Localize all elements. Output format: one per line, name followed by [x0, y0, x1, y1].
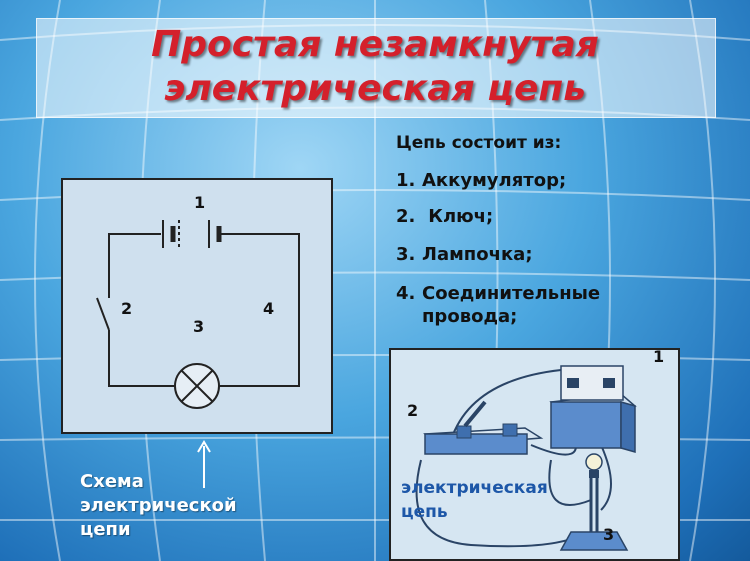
illustration-wire-4 — [415, 459, 582, 548]
circuit-schematic-panel: 1 2 3 4 — [61, 178, 333, 434]
list-item-number: 3. — [396, 244, 416, 265]
list-item-text: Аккумулятор; — [422, 170, 567, 191]
list-item-wires: 4. Соединительные — [396, 283, 600, 305]
schematic-label-wires: 4 — [263, 299, 274, 318]
list-item-text: Ключ; — [422, 206, 494, 227]
schematic-label-battery: 1 — [194, 193, 205, 212]
list-item-text: Лампочка; — [422, 244, 533, 265]
circuit-illustration: 1 2 3 — [407, 350, 664, 551]
switch-device — [423, 400, 544, 455]
illustration-caption-line-1: электрическая — [401, 478, 548, 498]
caption-line: цепи — [80, 519, 131, 540]
battery-device — [549, 365, 637, 453]
lamp-device — [559, 453, 629, 551]
wire-left-bottom — [108, 330, 175, 387]
list-item-number: 4. — [396, 283, 416, 304]
illustration-label-switch: 2 — [407, 401, 418, 420]
composition-heading: Цепь состоит из: — [396, 133, 562, 153]
circuit-illustration-panel: 1 2 3 электрическая цепь — [389, 348, 680, 561]
lamp-cross-2 — [180, 369, 214, 403]
illustration-wire-5 — [548, 459, 592, 506]
list-item-text: Соединительные — [422, 283, 601, 304]
schematic-label-switch: 2 — [121, 299, 132, 318]
illustration-label-lamp: 3 — [603, 525, 614, 544]
page-title-line-1: Простая незамкнутая — [151, 24, 599, 65]
illustration-label-battery: 1 — [653, 350, 664, 366]
list-item-wires-continued: провода; — [396, 306, 517, 328]
list-item-battery: 1. Аккумулятор; — [396, 170, 566, 192]
list-item-number: 2. — [396, 206, 416, 227]
caption-line: электрической — [80, 495, 237, 516]
list-item-number: 1. — [396, 170, 416, 191]
list-item-lamp: 3. Лампочка; — [396, 244, 533, 266]
page-title-line-2: электрическая цепь — [164, 68, 586, 109]
list-item-switch: 2. Ключ; — [396, 206, 493, 228]
wire-top-right — [219, 233, 300, 387]
circuit-schematic: 1 2 3 4 — [96, 193, 300, 409]
arrow-up-icon — [197, 440, 211, 488]
schematic-label-lamp: 3 — [193, 317, 204, 336]
wire-top-left — [108, 233, 161, 298]
battery-symbol — [162, 220, 222, 248]
caption-line: Схема — [80, 471, 144, 492]
switch-blade — [96, 297, 110, 331]
title-box — [36, 18, 716, 118]
illustration-wire-3 — [600, 444, 612, 511]
illustration-caption-line-2: цепь — [401, 502, 448, 522]
schematic-caption: Схема электрической цепи — [80, 470, 237, 542]
list-item-text: провода; — [422, 306, 518, 327]
